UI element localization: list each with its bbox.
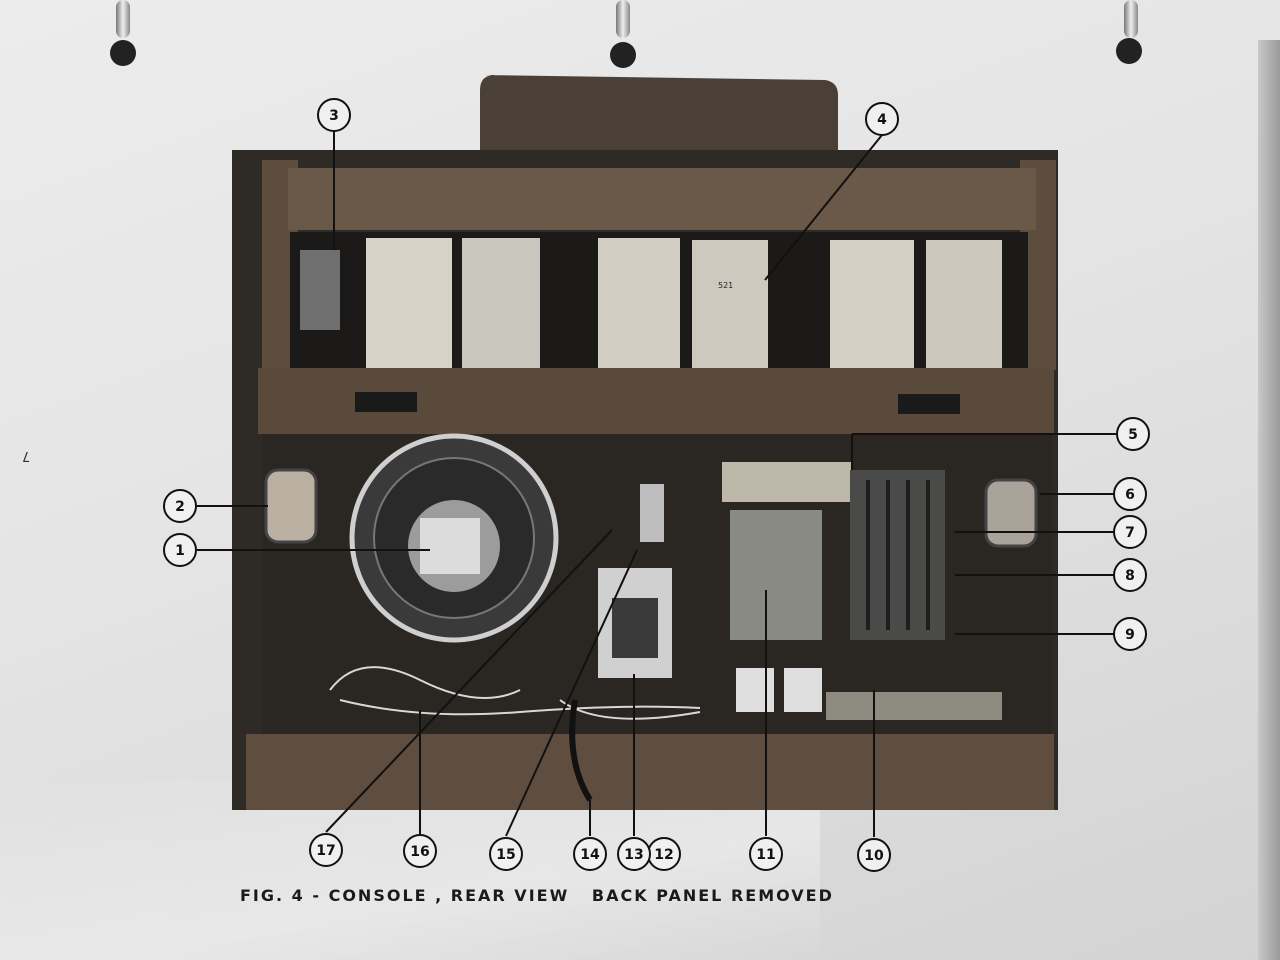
svg-text:4: 4 (877, 112, 887, 128)
callout-5: 5 (1116, 417, 1150, 451)
callout-17: 17 (309, 833, 343, 867)
callout-11: 11 (749, 837, 783, 871)
callout-14: 14 (573, 837, 607, 871)
amplifier-board (730, 510, 822, 640)
svg-text:11: 11 (756, 847, 775, 863)
svg-text:6: 6 (1125, 487, 1135, 503)
callout-8: 8 (1113, 558, 1147, 592)
circuit-boards (300, 238, 1002, 370)
binder-ring (116, 0, 130, 38)
outlet-left (736, 668, 774, 712)
figure-caption: FIG. 4 - CONSOLE , REAR VIEW BACK PANEL … (240, 886, 834, 905)
svg-text:10: 10 (864, 848, 884, 864)
svg-text:12: 12 (654, 847, 673, 863)
board-label: 521 (718, 281, 733, 290)
binder-ring (616, 0, 630, 38)
callout-4: 4 (865, 102, 899, 136)
heat-sink (850, 470, 945, 640)
callout-13: 13 (617, 837, 651, 871)
shelf-slot-right (898, 394, 960, 414)
svg-text:2: 2 (175, 499, 185, 515)
svg-text:14: 14 (580, 847, 600, 863)
callout-6: 6 (1113, 477, 1147, 511)
binder-hole (110, 40, 136, 66)
leader-lines (196, 131, 1117, 837)
svg-text:15: 15 (496, 847, 515, 863)
bottom-rail (246, 734, 1054, 810)
music-rest (480, 75, 838, 168)
outlet-right (784, 668, 822, 712)
power-cord (569, 699, 593, 802)
svg-text:5: 5 (1128, 427, 1138, 443)
binder-hole (1116, 38, 1142, 64)
svg-text:9: 9 (1125, 627, 1135, 643)
svg-text:17: 17 (316, 843, 335, 859)
speaker-magnet (420, 518, 480, 574)
svg-text:3: 3 (329, 108, 339, 124)
svg-text:16: 16 (410, 844, 429, 860)
callout-10: 10 (857, 838, 891, 872)
callout-2: 2 (163, 489, 197, 523)
tweeter-left (264, 468, 318, 544)
binder-ring (1124, 0, 1138, 38)
callout-16: 16 (403, 834, 437, 868)
svg-text:13: 13 (624, 847, 643, 863)
callout-3: 3 (317, 98, 351, 132)
callout-15: 15 (489, 837, 523, 871)
tweeter-right (984, 478, 1038, 548)
binder-edge (1258, 40, 1280, 960)
callout-12: 12 (647, 837, 681, 871)
power-supply-board (826, 692, 1002, 720)
top-rail (288, 168, 1036, 230)
svg-text:7: 7 (1125, 525, 1135, 541)
svg-text:8: 8 (1125, 568, 1135, 584)
binder-hole (610, 42, 636, 68)
wiring-harness (329, 666, 701, 720)
callout-1: 1 (163, 533, 197, 567)
callout-9: 9 (1113, 617, 1147, 651)
transformer-housing (722, 462, 852, 502)
terminal-strip (640, 484, 664, 542)
svg-text:1: 1 (175, 543, 185, 559)
callout-7: 7 (1113, 515, 1147, 549)
shelf-slot-left (355, 392, 417, 412)
